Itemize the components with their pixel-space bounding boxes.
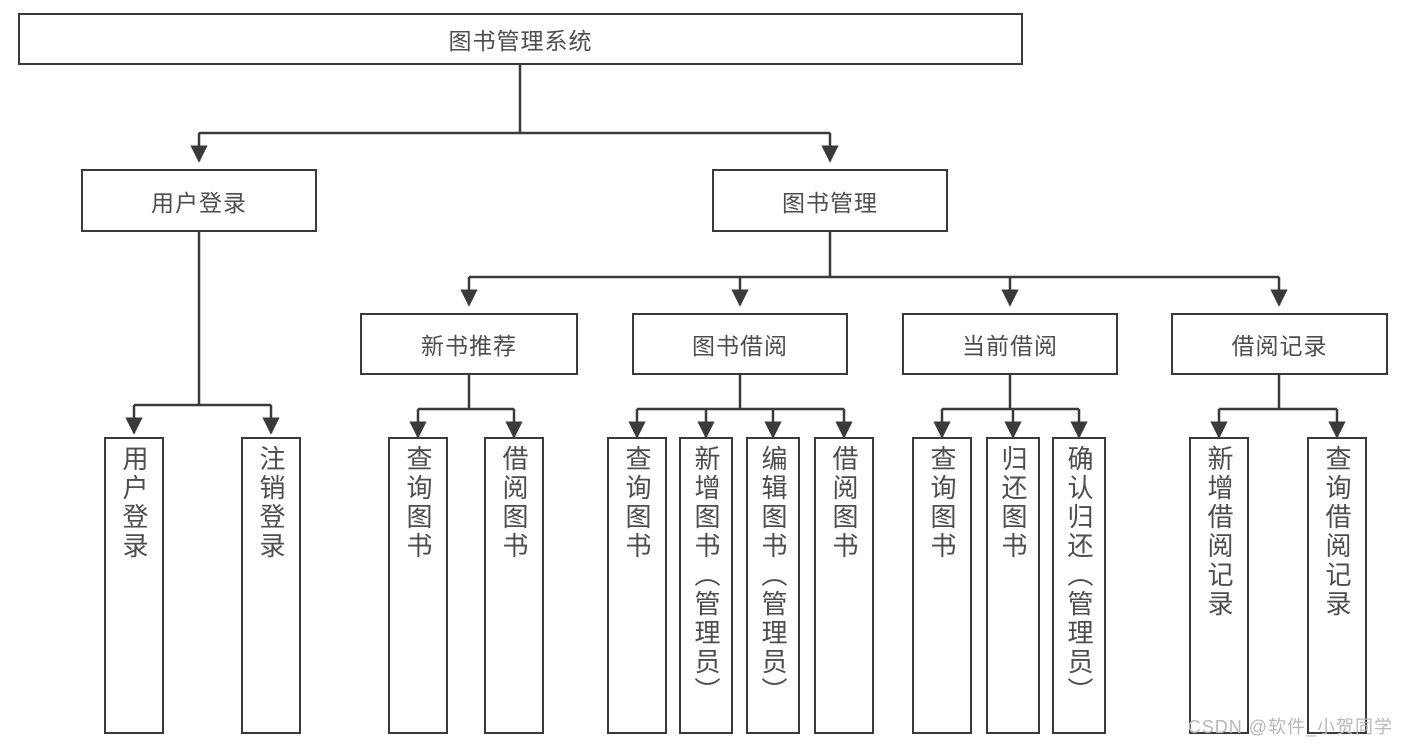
node-label: 归还图书 (998, 445, 1029, 561)
node-label: 新增借阅记录 (1204, 445, 1235, 619)
node-label: 借阅图书 (829, 445, 860, 561)
node-label: 用户登录 (119, 445, 150, 561)
level2-node-用户登录[interactable]: 用户登录 (81, 169, 317, 232)
node-label: 编辑图书（管理员） (758, 445, 789, 706)
leaf-node-用户登录[interactable]: 用户登录 (104, 437, 164, 734)
root-node-图书管理系统[interactable]: 图书管理系统 (18, 13, 1023, 65)
level3-node-新书推荐[interactable]: 新书推荐 (360, 313, 578, 375)
level3-node-图书借阅[interactable]: 图书借阅 (632, 313, 848, 375)
leaf-node-新增图书管理员[interactable]: 新增图书（管理员） (679, 437, 733, 734)
leaf-node-借阅图书[interactable]: 借阅图书 (484, 437, 544, 734)
node-label: 借阅记录 (1231, 333, 1328, 359)
leaf-node-查询借阅记录[interactable]: 查询借阅记录 (1307, 437, 1367, 734)
leaf-node-新增借阅记录[interactable]: 新增借阅记录 (1189, 437, 1249, 734)
node-label: 查询图书 (403, 445, 434, 561)
node-label: 新增图书（管理员） (691, 445, 722, 706)
level3-node-当前借阅[interactable]: 当前借阅 (902, 313, 1118, 375)
watermark-label: CSDN @软件_小贺同学 (1187, 717, 1393, 737)
node-label: 查询图书 (927, 445, 958, 561)
node-label: 新书推荐 (421, 333, 517, 359)
node-label: 当前借阅 (962, 333, 1058, 359)
leaf-node-查询图书[interactable]: 查询图书 (912, 437, 972, 734)
leaf-node-确认归还管理员[interactable]: 确认归还（管理员） (1052, 437, 1106, 734)
leaf-node-查询图书[interactable]: 查询图书 (607, 437, 667, 734)
node-label: 确认归还（管理员） (1064, 445, 1095, 706)
node-label: 用户登录 (151, 189, 247, 216)
level3-node-借阅记录[interactable]: 借阅记录 (1171, 313, 1388, 375)
node-label: 查询借阅记录 (1322, 445, 1353, 619)
node-label: 图书管理系统 (448, 28, 593, 54)
level2-node-图书管理[interactable]: 图书管理 (712, 169, 948, 232)
node-label: 图书借阅 (692, 333, 788, 359)
node-label: 借阅图书 (499, 445, 530, 561)
leaf-node-借阅图书[interactable]: 借阅图书 (814, 437, 874, 734)
leaf-node-注销登录[interactable]: 注销登录 (241, 437, 301, 734)
leaf-node-编辑图书管理员[interactable]: 编辑图书（管理员） (746, 437, 800, 734)
node-label: 查询图书 (622, 445, 653, 561)
node-label: 注销登录 (256, 445, 287, 561)
node-label: 图书管理 (782, 189, 878, 216)
leaf-node-查询图书[interactable]: 查询图书 (388, 437, 448, 734)
leaf-node-归还图书[interactable]: 归还图书 (986, 437, 1040, 734)
